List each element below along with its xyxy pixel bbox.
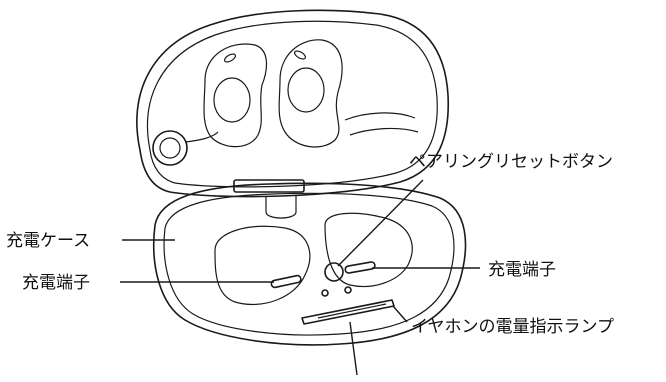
lid-side-rib [344,112,416,121]
lid-side-rib-2 [349,127,419,136]
lid-magnet-arm [185,131,219,143]
base-left-earbud-well [214,225,311,306]
lid-right-earbud-vent [293,50,307,60]
lid-left-earbud-tip [213,77,251,123]
battery-lamp-led-line [317,303,387,319]
lid-magnet-knob [152,130,188,166]
lid-left-earbud-vent [223,53,237,63]
lid-magnet-knob-inner [159,137,181,159]
lid-inner-rim [146,20,438,188]
base-inner-rim [163,192,455,336]
lid-right-earbud-cavity [278,39,343,148]
base-right-earbud-well [324,212,413,288]
hinge-block [265,196,297,219]
lid-outer-shell [136,9,450,198]
battery-lamp-bar [301,299,395,325]
leader-pairing-button [337,179,424,267]
right-charging-terminal [344,261,376,274]
leader-bottom [349,321,358,376]
base-dot-right [344,286,352,294]
left-charging-terminal [270,274,302,289]
label-charging-terminal-right: 充電端子 [488,260,556,280]
base-outer-shell [152,182,467,346]
leader-lamp [392,305,408,323]
lid-right-earbud-tip [287,67,325,113]
pairing-reset-button [324,262,344,282]
label-earphone-battery-lamp: イヤホンの電量指示ランプ [411,317,614,337]
lid-left-earbud-cavity [203,43,267,148]
label-pairing-reset-button: ペアリングリセットボタン [409,152,613,172]
label-charging-case: 充電ケース [6,231,91,251]
label-charging-terminal-left: 充電端子 [22,273,90,293]
base-dot-left [321,289,329,297]
